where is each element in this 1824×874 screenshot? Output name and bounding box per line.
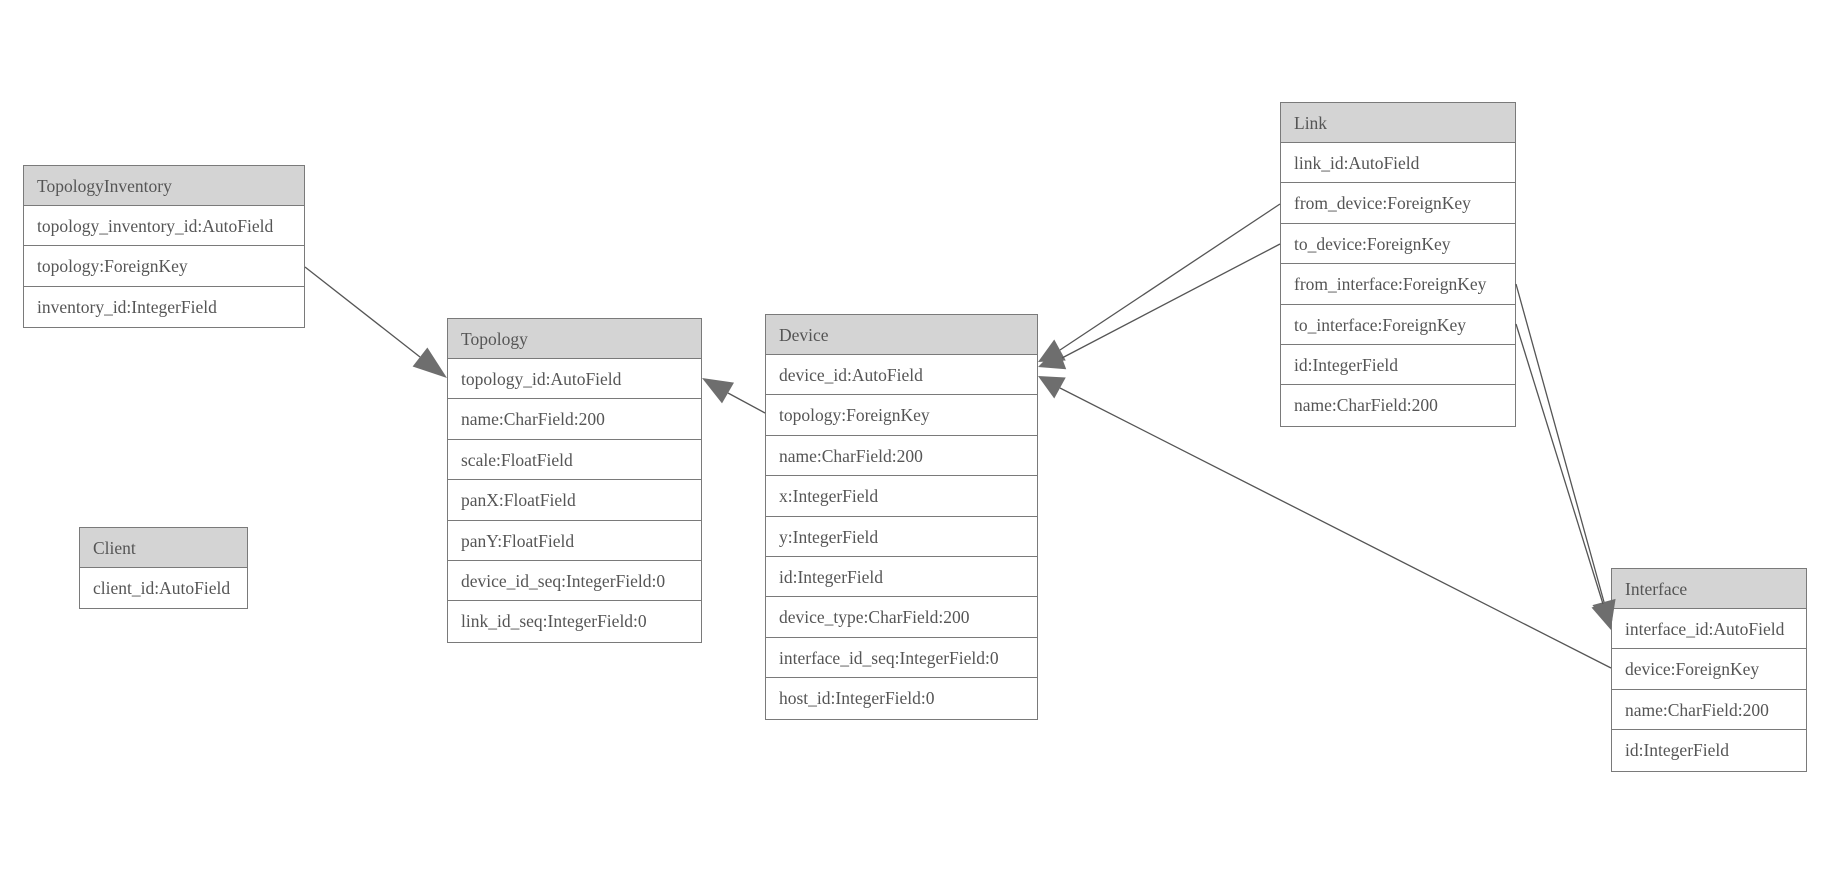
entity-field: to_interface:ForeignKey <box>1281 305 1515 345</box>
entity-field: interface_id:AutoField <box>1612 609 1806 650</box>
relation-edge <box>1059 203 1281 351</box>
entity-field: name:CharField:200 <box>1294 395 1438 416</box>
entity-field: device_id:AutoField <box>766 355 1037 396</box>
relation-edge <box>1515 323 1604 605</box>
entity-field: inventory_id:IntegerField <box>37 296 217 317</box>
entity-field: panX:FloatField <box>448 480 701 521</box>
entity-field: client_id:AutoField <box>93 578 231 598</box>
entity-field: id:IntegerField <box>766 557 1037 598</box>
entity-client[interactable]: Client client_id:AutoField <box>79 527 248 610</box>
entity-field: device_id_seq:IntegerField:0 <box>448 561 701 602</box>
relation-edge <box>1059 387 1612 669</box>
relation-edge <box>1515 283 1605 603</box>
relation-arrowhead <box>702 378 734 404</box>
entity-field: link_id_seq:IntegerField:0 <box>461 611 647 632</box>
entity-title: Device <box>766 315 1037 355</box>
relation-arrowhead <box>1038 339 1066 362</box>
entity-field: name:CharField:200 <box>1612 690 1806 731</box>
relation-edge <box>727 392 766 414</box>
entity-field: from_device:ForeignKey <box>1281 183 1515 224</box>
entity-title: Link <box>1281 103 1515 143</box>
entity-field: y:IntegerField <box>766 517 1037 557</box>
entity-field: id:IntegerField <box>1281 345 1515 386</box>
entity-field: id:IntegerField <box>1625 740 1730 761</box>
entity-title: TopologyInventory <box>24 166 304 206</box>
entity-field: x:IntegerField <box>766 476 1037 517</box>
entity-field: interface_id_seq:IntegerField:0 <box>766 638 1037 679</box>
relation-arrowhead <box>1038 346 1067 370</box>
entity-field: device:ForeignKey <box>1612 649 1806 690</box>
relation-edge <box>304 266 421 358</box>
entity-title: Client <box>80 528 247 568</box>
entity-field: to_device:ForeignKey <box>1281 224 1515 265</box>
entity-field: topology_id:AutoField <box>448 359 701 400</box>
entity-field: name:CharField:200 <box>766 436 1037 477</box>
entity-field: panY:FloatField <box>448 521 701 561</box>
relation-edge <box>1061 243 1281 359</box>
relation-arrowhead <box>412 347 447 378</box>
entity-field: host_id:IntegerField:0 <box>779 688 935 709</box>
entity-field: topology_inventory_id:AutoField <box>24 206 304 247</box>
relation-arrowhead <box>1038 376 1066 399</box>
entity-field: device_type:CharField:200 <box>766 597 1037 638</box>
entity-title: Interface <box>1612 569 1806 609</box>
entity-field: from_interface:ForeignKey <box>1281 264 1515 305</box>
entity-field: name:CharField:200 <box>448 399 701 440</box>
entity-field: scale:FloatField <box>448 440 701 481</box>
entity-field: topology:ForeignKey <box>766 395 1037 436</box>
entity-title: Topology <box>448 319 701 359</box>
entity-field: topology:ForeignKey <box>24 246 304 287</box>
entity-field: link_id:AutoField <box>1281 143 1515 184</box>
